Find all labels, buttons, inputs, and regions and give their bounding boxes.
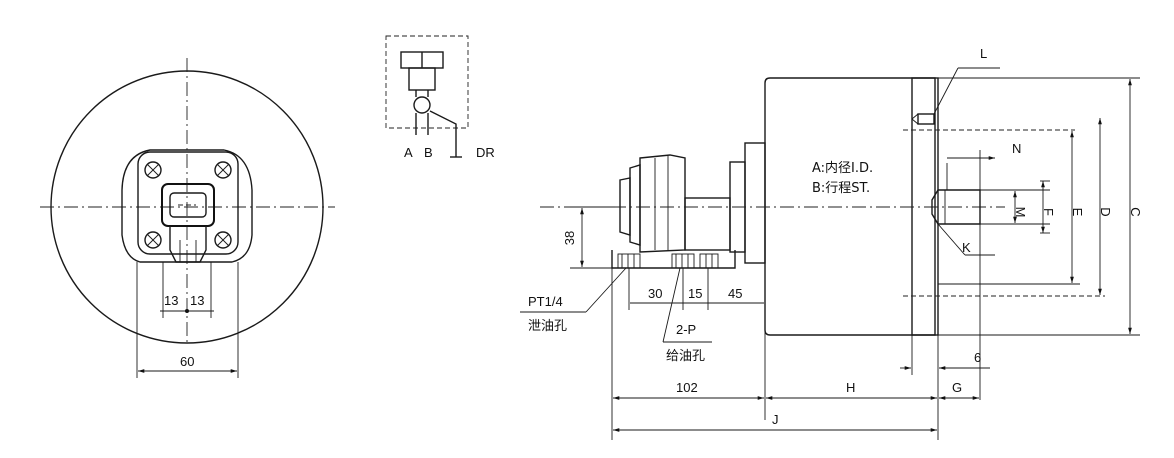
symbol-label-b: B [424, 145, 433, 160]
dim-30: 30 [648, 286, 662, 301]
dim-38: 38 [562, 231, 577, 245]
front-port-block [161, 183, 215, 227]
symbol-dashed-box [385, 35, 469, 129]
dim-j: J [772, 412, 779, 427]
note-stroke: B:行程ST. [812, 181, 870, 196]
front-body-square [137, 151, 239, 255]
symbol-label-dr: DR [476, 145, 495, 160]
dim-102: 102 [676, 380, 698, 395]
dim-13-left: 13 [164, 293, 178, 308]
dim-g: G [952, 380, 962, 395]
dim-13-right: 13 [190, 293, 204, 308]
label-l: L [980, 46, 987, 61]
front-lower-stem [169, 226, 207, 263]
front-housing-outline [121, 149, 253, 263]
side-base-ports [617, 253, 719, 269]
side-pump-head [639, 154, 686, 253]
label-k: K [962, 240, 971, 255]
note-inner-diameter: A:内径I.D. [812, 160, 873, 176]
port-2p-label: 2-P [676, 322, 696, 337]
dim-15: 15 [688, 286, 702, 301]
side-main-body [764, 77, 936, 336]
side-l-screw [917, 113, 935, 125]
port-pt-label: PT1/4 [528, 294, 563, 309]
dim-60: 60 [180, 354, 194, 369]
hydraulic-symbol: A B DR [385, 35, 495, 160]
symbol-check-circle [413, 96, 431, 114]
side-neck [744, 142, 766, 264]
side-piston-plate [911, 77, 939, 336]
label-c: C [1128, 207, 1143, 216]
symbol-drain-line [429, 110, 457, 157]
label-f: F [1041, 208, 1056, 216]
port-pt-cn-label: 泄油孔 [528, 319, 567, 334]
side-view: L N M F E D C K A:内径I.D. B:行程ST. [520, 46, 1143, 440]
dim-45: 45 [728, 286, 742, 301]
side-valve-block [684, 197, 731, 251]
label-m: M [1013, 207, 1028, 218]
dim-6: 6 [974, 350, 981, 365]
symbol-label-a: A [404, 145, 413, 160]
side-base [611, 250, 736, 269]
front-port-window [169, 192, 207, 218]
label-e: E [1070, 208, 1085, 217]
dim-h: H [846, 380, 855, 395]
front-view: 13 13 60 [40, 58, 335, 378]
label-n: N [1012, 141, 1021, 156]
label-d: D [1098, 207, 1113, 216]
front-corner-bolts [144, 161, 232, 249]
symbol-cylinder-body [408, 67, 436, 91]
port-2p-cn-label: 给油孔 [666, 349, 705, 364]
